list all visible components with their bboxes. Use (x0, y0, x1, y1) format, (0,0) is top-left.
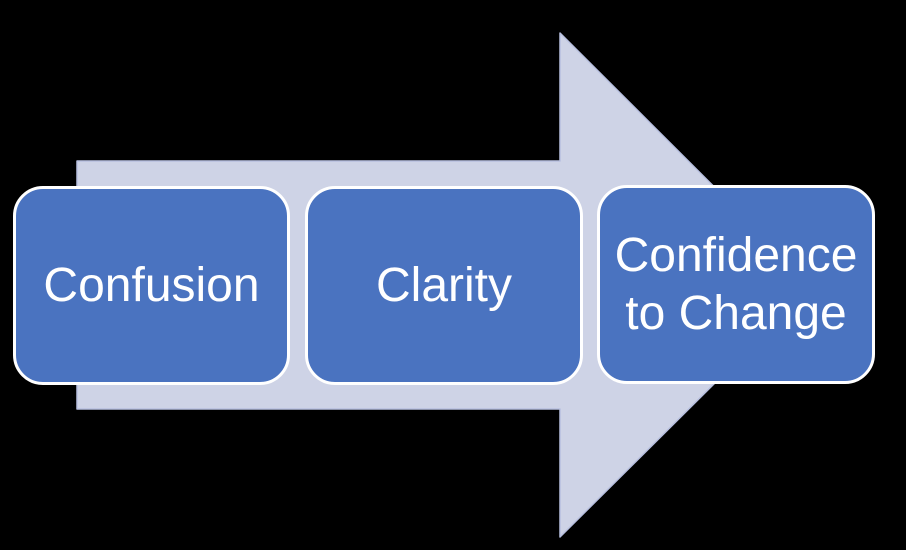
step-box-confidence-to-change: Confidence to Change (597, 185, 875, 384)
step-box-confusion: Confusion (13, 186, 290, 385)
step-label: Confusion (43, 258, 260, 312)
step-label: Confidence to Change (614, 228, 858, 340)
step-box-clarity: Clarity (305, 186, 583, 385)
step-label: Clarity (375, 258, 512, 312)
